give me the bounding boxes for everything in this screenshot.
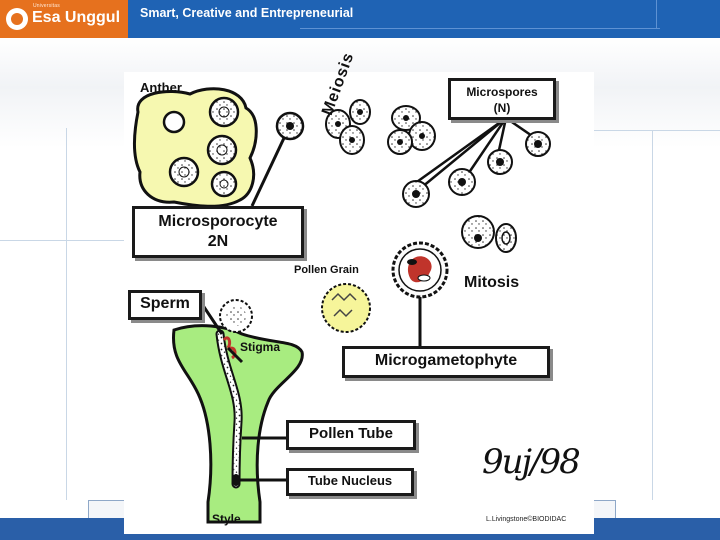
label-microsporocyte-ploidy: 2N (207, 233, 229, 250)
meiosis-cells (325, 99, 436, 155)
label-microsporocyte-box: Microsporocyte 2N (132, 206, 304, 258)
decor-line (66, 128, 67, 500)
label-style: Style (212, 512, 241, 526)
label-sperm: Sperm (140, 295, 190, 312)
image-credit: L.Livingstone©BIODIDAC (486, 516, 567, 523)
label-mitosis: Mitosis (464, 274, 520, 291)
microsporocyte-leader (250, 137, 286, 207)
decor-line (0, 240, 124, 241)
university-logo[interactable]: Universitas Esa Unggul (0, 0, 128, 38)
label-microspores-box: Microspores (N) (448, 78, 556, 120)
label-stigma: Stigma (240, 340, 281, 354)
diagram-artwork (133, 87, 551, 524)
header-divider (300, 28, 660, 29)
label-microgametophyte-box: Microgametophyte (342, 346, 550, 378)
label-microgametophyte: Microgametophyte (374, 352, 518, 369)
label-tube-nucleus: Tube Nucleus (307, 473, 393, 488)
label-pollen-tube: Pollen Tube (309, 425, 393, 442)
anther-pollen-sacs (168, 96, 240, 198)
artist-signature: 9uj/98 (482, 442, 581, 482)
anther-sac-empty (162, 110, 186, 134)
style-leaders (200, 303, 286, 482)
decor-line (594, 130, 720, 131)
decor-line (652, 130, 653, 500)
label-sperm-box: Sperm (128, 290, 202, 320)
label-microspores-ploidy: (N) (493, 101, 511, 115)
mitosis-cells (461, 215, 517, 253)
label-pollen-grain: Pollen Grain (294, 264, 359, 276)
label-tube-nucleus-box: Tube Nucleus (286, 468, 414, 496)
pollen-development-diagram: Anther Meiosis Microspores (N) Microspor… (124, 50, 594, 534)
logo-text: Esa Unggul (32, 9, 121, 26)
germinating-pollen-grain (219, 299, 253, 333)
label-pollen-tube-box: Pollen Tube (286, 420, 416, 450)
label-anther: Anther (140, 80, 182, 95)
label-microsporocyte: Microsporocyte (158, 213, 278, 230)
microgametophyte-cell (391, 241, 449, 299)
pollen-grain (321, 283, 371, 333)
label-microspores: Microspores (466, 85, 538, 99)
header-bar: Universitas Esa Unggul Smart, Creative a… (0, 0, 720, 38)
logo-emblem-icon (6, 8, 28, 30)
logo-subtitle: Universitas (33, 3, 60, 9)
header-divider-end (656, 0, 657, 29)
tagline: Smart, Creative and Entrepreneurial (140, 6, 354, 20)
